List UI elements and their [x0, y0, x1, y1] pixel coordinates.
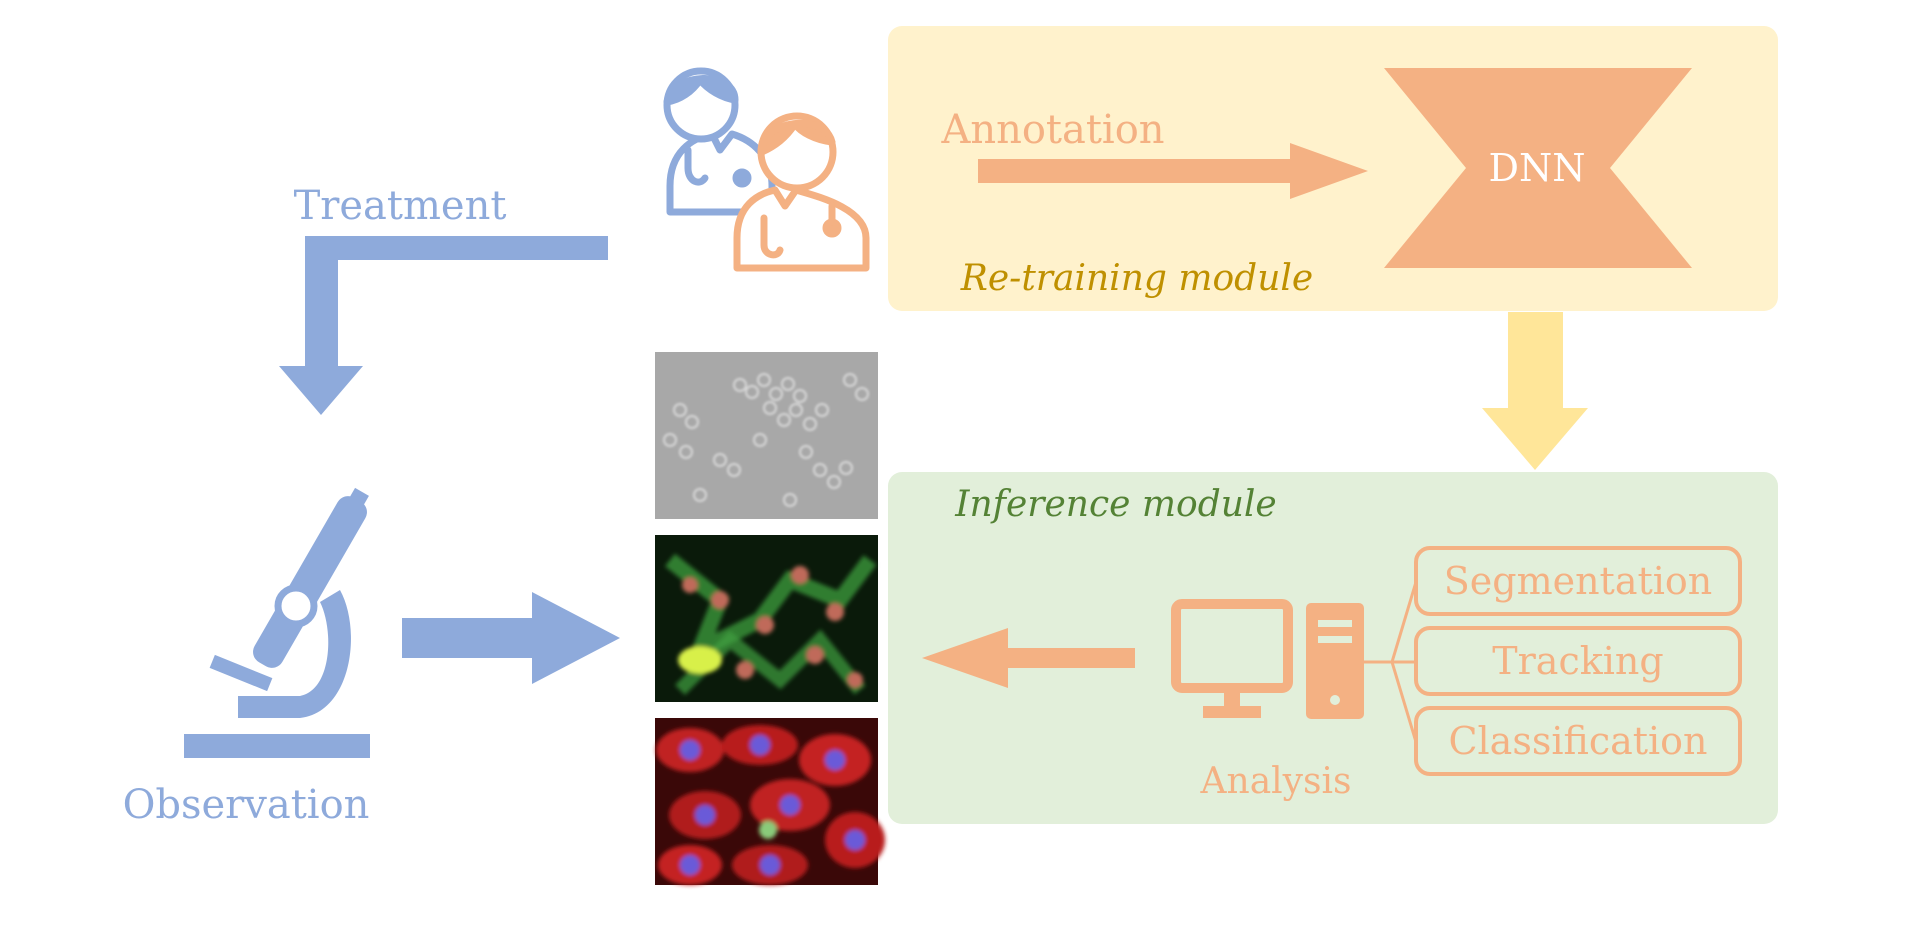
tracking-label: Tracking [1492, 639, 1663, 683]
classification-box [1414, 706, 1742, 776]
microscopy-image-phase-contrast [655, 352, 878, 519]
observation-label: Observation [123, 782, 370, 828]
task-connector-lines [1364, 581, 1418, 743]
retraining-to-inference-arrow [1482, 312, 1588, 470]
computer-icon [1171, 599, 1364, 719]
tracking-box [1414, 626, 1742, 696]
retraining-module-title: Re-training module [960, 258, 1313, 299]
segmentation-label: Segmentation [1444, 559, 1713, 603]
classification-label: Classification [1448, 719, 1707, 763]
microscopy-image-fluorescent-red [655, 718, 885, 885]
dnn-hourglass-right-notch [1610, 68, 1692, 268]
treatment-arrow [279, 236, 608, 415]
dnn-hourglass-shape [1384, 68, 1692, 268]
microscopy-image-fluorescent-green [655, 535, 878, 702]
segmentation-box [1414, 546, 1742, 616]
analysis-to-images-arrow [922, 628, 1135, 688]
analysis-label: Analysis [1200, 761, 1352, 802]
doctors-icon [663, 67, 870, 272]
treatment-label: Treatment [294, 183, 507, 229]
annotation-label: Annotation [940, 107, 1164, 153]
observation-arrow [402, 592, 620, 684]
microscope-icon [184, 487, 370, 758]
dnn-label: DNN [1489, 146, 1586, 190]
annotation-arrow [978, 143, 1368, 199]
inference-module-title: Inference module [954, 484, 1277, 525]
